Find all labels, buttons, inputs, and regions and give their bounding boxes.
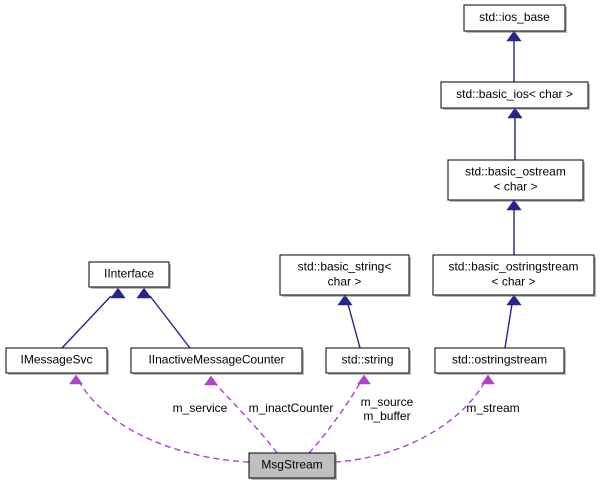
- inheritance-arrowhead-icon: [110, 287, 126, 299]
- usage-arrowhead-icon: [357, 374, 371, 385]
- node-label: std::basic_ios< char >: [456, 87, 573, 101]
- node-label: char >: [328, 275, 362, 289]
- node-box[interactable]: [325, 347, 410, 374]
- class-node-ostringstream[interactable]: std::ostringstream: [434, 347, 566, 375]
- node-box[interactable]: [5, 347, 108, 374]
- class-node-msgstream[interactable]: MsgStream: [248, 452, 337, 480]
- node-box[interactable]: [447, 159, 584, 201]
- usage-edge: [79, 382, 250, 463]
- usage-edge: [214, 382, 278, 454]
- class-node-string[interactable]: std::string: [325, 347, 411, 375]
- node-box[interactable]: [130, 347, 303, 374]
- usage-edge-label: m_stream: [466, 401, 519, 415]
- node-label: MsgStream: [261, 458, 322, 472]
- node-label: std::basic_string<: [298, 260, 392, 274]
- usage-edge-label: m_source: [361, 395, 414, 409]
- node-label: std::ostringstream: [452, 353, 547, 367]
- node-label: < char >: [491, 275, 535, 289]
- node-label: std::basic_ostream: [465, 165, 566, 179]
- usage-arrowhead-icon: [481, 374, 495, 385]
- node-label: std::string: [341, 353, 393, 367]
- usage-edge: [308, 382, 361, 454]
- node-label: std::ios_base: [479, 10, 550, 24]
- usage-edges-group: [69, 374, 495, 463]
- inheritance-edge: [61, 295, 112, 349]
- inheritance-arrowhead-icon: [506, 30, 522, 42]
- class-node-ios_base[interactable]: std::ios_base: [463, 4, 567, 33]
- usage-arrowhead-icon: [69, 374, 83, 385]
- node-box[interactable]: [440, 81, 589, 109]
- usage-edge: [334, 382, 485, 463]
- node-label: IInactiveMessageCounter: [148, 353, 284, 367]
- usage-arrowhead-icon: [204, 375, 218, 386]
- class-node-basic_string[interactable]: std::basic_string<char >: [279, 254, 411, 297]
- node-box[interactable]: [248, 452, 336, 479]
- class-node-messagesvc[interactable]: IMessageSvc: [5, 347, 109, 375]
- class-node-interface[interactable]: IInterface: [88, 261, 171, 289]
- usage-edge-label: m_buffer: [363, 409, 410, 423]
- node-box[interactable]: [432, 254, 595, 296]
- node-box[interactable]: [279, 254, 410, 296]
- class-node-inactivecounter[interactable]: IInactiveMessageCounter: [130, 347, 304, 375]
- node-label: IMessageSvc: [20, 353, 92, 367]
- inheritance-arrowhead-icon: [136, 287, 152, 299]
- inheritance-arrowhead-icon: [507, 107, 523, 119]
- inheritance-edge: [504, 303, 513, 349]
- node-box[interactable]: [463, 4, 566, 32]
- usage-edge-label: m_service: [173, 401, 228, 415]
- class-node-basic_ios[interactable]: std::basic_ios< char >: [440, 81, 590, 110]
- node-box[interactable]: [434, 347, 565, 374]
- usage-edge-label: m_inactCounter: [249, 401, 334, 415]
- class-node-basic_ostringstream[interactable]: std::basic_ostringstream< char >: [432, 254, 596, 297]
- class-node-basic_ostream[interactable]: std::basic_ostream< char >: [447, 159, 585, 202]
- node-label: < char >: [493, 180, 537, 194]
- inheritance-arrowhead-icon: [506, 294, 522, 306]
- node-label: IInterface: [104, 267, 154, 281]
- inheritance-edge: [149, 295, 191, 349]
- inheritance-edge: [347, 303, 361, 349]
- node-label: std::basic_ostringstream: [448, 260, 578, 274]
- node-box[interactable]: [88, 261, 170, 288]
- inheritance-arrowhead-icon: [337, 294, 353, 306]
- inheritance-edges-group: [61, 30, 523, 349]
- inheritance-arrowhead-icon: [506, 199, 522, 211]
